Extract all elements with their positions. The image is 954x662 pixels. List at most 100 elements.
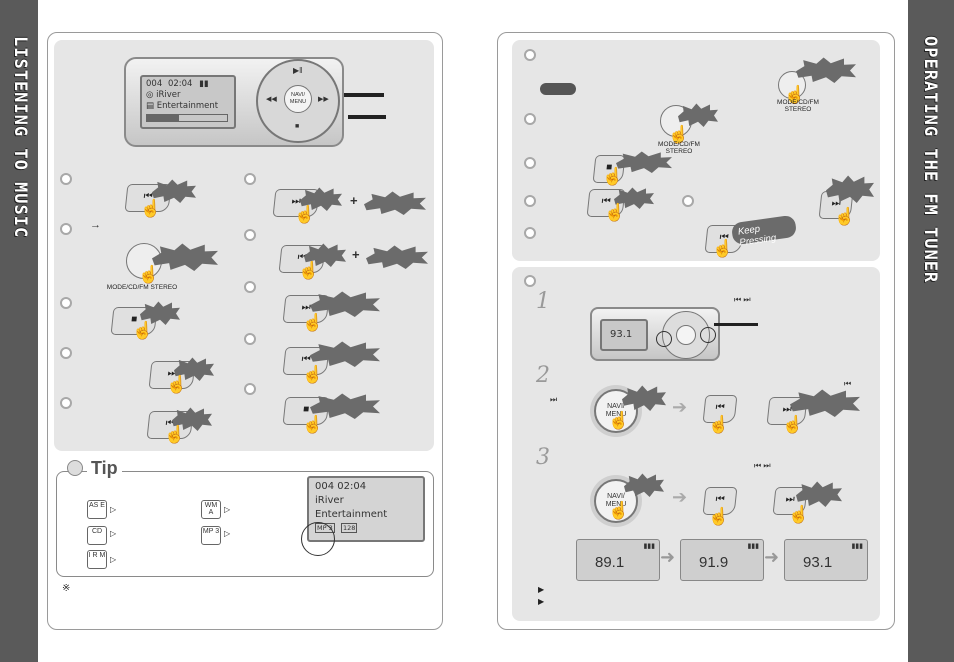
tip-box: Tip AS E ▷ CD ▷ I R M ▷ WM A ▷ MP 3 ▷ 00… xyxy=(56,458,434,577)
tip-lcd-title: Entertainment xyxy=(315,509,388,520)
frequency-display: 89.1 ▮▮▮ xyxy=(576,539,660,581)
stop-icon: ■ xyxy=(295,123,300,130)
hand-pointer-icon: ☝ xyxy=(602,167,624,186)
list-bullet xyxy=(524,49,536,61)
next-icon: ⏭ xyxy=(550,395,558,404)
list-bullet xyxy=(244,229,256,241)
hand-pointer-icon: ☝ xyxy=(302,415,324,434)
hand-pointer-icon: ☝ xyxy=(784,85,806,104)
remote-cable xyxy=(348,115,386,119)
tip-lcd-bitrate: 128 xyxy=(341,523,358,533)
tip-heading: Tip xyxy=(87,458,122,479)
frequency-display: 93.1 ▮▮▮ xyxy=(784,539,868,581)
plus-sign: + xyxy=(350,193,358,208)
navi-menu-button[interactable]: NAVI/ MENU xyxy=(284,85,312,113)
left-sidebar: LISTENING TO MUSIC xyxy=(0,0,38,662)
bullet-triangle-icon: ▶ xyxy=(538,597,545,606)
mode-button-caption: MODE/CD/FM STEREO xyxy=(106,284,178,291)
list-bullet xyxy=(60,347,72,359)
prev-next-icons: ⏮ ⏭ xyxy=(754,461,771,470)
earphone-cable xyxy=(344,93,384,97)
right-page-panel: ☝ MODE/CD/FM STEREO ☝ MODE/CD/FM STEREO … xyxy=(497,32,895,630)
battery-icon: ▮▮ xyxy=(199,79,209,89)
battery-icon: ▮▮▮ xyxy=(747,543,759,550)
hand-pointer-icon: ☝ xyxy=(302,313,324,332)
note-symbol: ※ xyxy=(62,583,71,594)
list-bullet xyxy=(524,157,536,169)
hand-pointer-icon: ☝ xyxy=(132,321,154,340)
frequency-value: 89.1 xyxy=(595,554,625,571)
list-bullet xyxy=(60,297,72,309)
list-bullet xyxy=(524,195,536,207)
bullet-triangle-icon: ▷ xyxy=(110,555,117,564)
list-bullet xyxy=(682,195,694,207)
earphone-cable xyxy=(714,323,758,326)
hand-pointer-icon: ☝ xyxy=(788,505,810,524)
tip-lcd-artist: iRiver xyxy=(315,495,344,506)
player-lcd: 004 02:04 ▮▮ ◎ iRiver ▤ Entertainment xyxy=(140,75,236,129)
artist-name: iRiver xyxy=(156,90,181,100)
mode-button-caption: MODE/CD/FM STEREO xyxy=(777,99,819,113)
list-bullet xyxy=(60,173,72,185)
frequency-value: 91.9 xyxy=(699,554,729,571)
hand-pointer-icon: ☝ xyxy=(166,375,188,394)
codec-code-ase: AS E xyxy=(87,500,107,519)
prev-next-icons: ⏮ ⏭ xyxy=(734,295,751,304)
bullet-triangle-icon: ▶ xyxy=(538,585,545,594)
play-pause-icon: ▶‖ xyxy=(293,66,303,75)
hand-pointer-icon: ☝ xyxy=(782,415,804,434)
arrow-right-icon: ➔ xyxy=(672,397,688,417)
mode-button-graphic xyxy=(126,243,162,279)
left-page-panel: 004 02:04 ▮▮ ◎ iRiver ▤ Entertainment NA… xyxy=(47,32,443,630)
list-bullet xyxy=(244,173,256,185)
list-bullet xyxy=(524,275,536,287)
track-number: 004 xyxy=(146,79,163,89)
bullet-triangle-icon: ▷ xyxy=(110,529,117,538)
hand-pointer-icon: ☝ xyxy=(712,239,734,258)
fm-lcd-frequency: 93.1 xyxy=(610,329,633,340)
step-number-3: 3 xyxy=(536,445,550,470)
list-bullet xyxy=(244,383,256,395)
arrow-glyph: → xyxy=(90,219,101,231)
fm-player-illustration: 93.1 xyxy=(590,307,720,361)
frequency-value: 93.1 xyxy=(803,554,833,571)
arrow-right-icon: ➔ xyxy=(672,487,688,507)
fm-lcd: 93.1 xyxy=(600,319,648,351)
track-time: 02:04 xyxy=(167,79,193,89)
progress-bar xyxy=(146,114,228,122)
fast-forward-icon: ▶▶ xyxy=(318,96,329,103)
codec-code-irm: I R M xyxy=(87,550,107,569)
song-title: Entertainment xyxy=(156,101,219,111)
hand-pointer-icon: ☝ xyxy=(834,207,856,226)
title-icon: ▤ xyxy=(146,101,155,111)
codec-code-wma: WM A xyxy=(201,500,221,519)
list-bullet xyxy=(60,397,72,409)
tip-lcd-line1: 004 02:04 xyxy=(315,481,367,492)
rewind-icon: ◀◀ xyxy=(266,96,277,103)
bullet-triangle-icon: ▷ xyxy=(224,529,231,538)
arrow-right-icon: ➜ xyxy=(764,547,780,567)
bullet-triangle-icon: ▷ xyxy=(224,505,231,514)
hand-pointer-icon: ☝ xyxy=(604,203,626,222)
highlight-circle xyxy=(700,327,716,343)
note-pill xyxy=(540,83,576,95)
highlight-circle xyxy=(656,331,672,347)
hand-pointer-icon: ☝ xyxy=(164,425,186,444)
section-title-listening: LISTENING TO MUSIC xyxy=(10,36,30,239)
right-sidebar: OPERATING THE FM TUNER xyxy=(908,0,954,662)
hand-pointer-icon: ☝ xyxy=(298,261,320,280)
artist-icon: ◎ xyxy=(146,90,154,100)
list-bullet xyxy=(524,113,536,125)
hand-pointer-icon: ☝ xyxy=(608,501,630,520)
hand-pointer-icon: ☝ xyxy=(708,507,730,526)
arrow-right-icon: ➜ xyxy=(660,547,676,567)
mode-button-caption: MODE/CD/FM STEREO xyxy=(658,141,700,155)
prev-icon: ⏮ xyxy=(844,379,852,388)
hand-pointer-icon: ☝ xyxy=(302,365,324,384)
control-wheel: NAVI/ MENU ▶‖ ◀◀ ▶▶ ■ xyxy=(256,59,340,143)
frequency-display: 91.9 ▮▮▮ xyxy=(680,539,764,581)
battery-icon: ▮▮▮ xyxy=(643,543,655,550)
list-bullet xyxy=(244,281,256,293)
navi-menu-button[interactable] xyxy=(676,325,696,345)
mp3-player-illustration: 004 02:04 ▮▮ ◎ iRiver ▤ Entertainment NA… xyxy=(124,57,344,147)
